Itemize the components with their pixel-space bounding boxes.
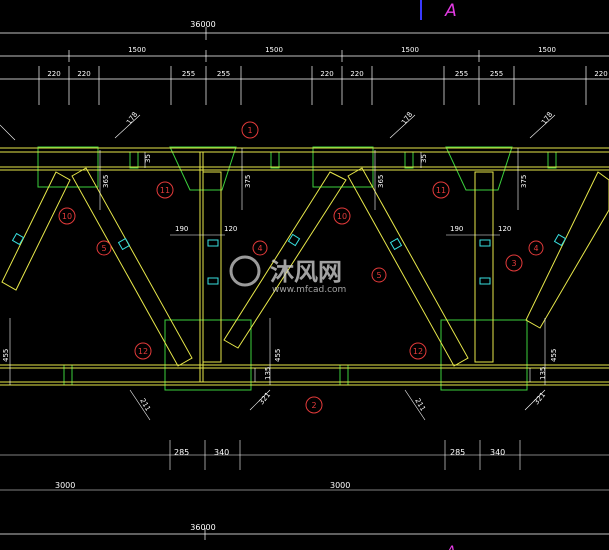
watermark-brand: 沐风网 — [270, 258, 342, 286]
dim-120: 120 — [224, 225, 237, 233]
bottom-dimension-texts: 285 340 285 340 3000 3000 — [55, 448, 505, 490]
tag-11: 11 — [160, 186, 170, 195]
stiffener-marks — [11, 232, 567, 285]
dim-178: 178 — [125, 111, 139, 127]
dim-135: 135 — [264, 367, 272, 380]
dim-455c: 455 — [550, 349, 558, 362]
tag-12: 12 — [138, 347, 148, 356]
panel-dimension-line — [0, 50, 609, 62]
bottom-pair-2a: 285 — [450, 448, 465, 457]
pair-dim-3-1: 220 — [320, 70, 333, 78]
local-dimension-lines — [0, 114, 609, 491]
web-verticals — [199, 152, 494, 382]
bottom-span-1: 3000 — [55, 481, 75, 490]
tag-12b: 12 — [413, 347, 423, 356]
dim-178b: 178 — [400, 111, 414, 127]
bottom-pair-2b: 340 — [490, 448, 505, 457]
axis-label-bottom: A — [445, 544, 456, 550]
tag-2: 2 — [311, 401, 316, 410]
panel-dim-1: 1500 — [128, 46, 146, 54]
dim-375b: 375 — [520, 175, 528, 188]
panel-dim-4: 1500 — [538, 46, 556, 54]
top-chord — [0, 147, 609, 171]
dim-135b: 135 — [539, 367, 547, 380]
bottom-pair-1a: 285 — [174, 448, 189, 457]
dim-365: 365 — [102, 175, 110, 188]
dim-455b: 455 — [274, 349, 282, 362]
tag-1: 1 — [247, 126, 252, 135]
watermark-logo-icon — [229, 255, 261, 287]
dim-190b: 190 — [450, 225, 463, 233]
pair-dim-1-1: 220 — [47, 70, 60, 78]
dim-365b: 365 — [377, 175, 385, 188]
overall-dimension-top — [0, 27, 609, 40]
overall-dimension-bottom — [0, 528, 609, 540]
watermark: 沐风网 www.mfcad.com — [229, 255, 346, 295]
bottom-span-2: 3000 — [330, 481, 350, 490]
bottom-chord — [0, 364, 609, 386]
axis-label: A — [444, 1, 457, 21]
pair-dim-3-2: 220 — [350, 70, 363, 78]
dim-321: 321 — [257, 391, 272, 406]
watermark-url: www.mfcad.com — [272, 285, 346, 295]
web-diagonals — [1, 167, 609, 367]
tag-3: 3 — [511, 259, 516, 268]
dim-211: 211 — [138, 397, 152, 413]
dim-375: 375 — [244, 175, 252, 188]
overall-dimension-bottom-text: 36000 — [190, 523, 215, 532]
tag-5: 5 — [101, 244, 106, 253]
dim-455: 455 — [2, 349, 10, 362]
tag-10: 10 — [62, 212, 72, 221]
tag-11b: 11 — [436, 186, 446, 195]
panel-dim-3: 1500 — [401, 46, 419, 54]
bottom-pair-1b: 340 — [214, 448, 229, 457]
tag-5b: 5 — [376, 271, 381, 280]
dim-35b: 35 — [420, 154, 428, 163]
dim-211b: 211 — [413, 397, 427, 413]
dim-321b: 321 — [532, 391, 547, 406]
dim-35: 35 — [144, 154, 152, 163]
dim-190: 190 — [175, 225, 188, 233]
pair-dim-4-1: 255 — [455, 70, 468, 78]
pair-dim-4-2: 255 — [490, 70, 503, 78]
dim-120b: 120 — [498, 225, 511, 233]
member-tags — [58, 121, 544, 414]
pair-dim-5-1: 220 — [594, 70, 607, 78]
pair-dim-2-1: 255 — [182, 70, 195, 78]
pair-dim-1-2: 220 — [77, 70, 90, 78]
panel-dim-2: 1500 — [265, 46, 283, 54]
dim-178c: 178 — [540, 111, 554, 127]
overall-dimension-top-text: 36000 — [190, 20, 215, 29]
tag-4: 4 — [257, 244, 262, 253]
pair-dim-2-2: 255 — [217, 70, 230, 78]
tag-4b: 4 — [533, 244, 538, 253]
tag-10b: 10 — [337, 212, 347, 221]
member-tag-labels: 1 2 3 4 4 5 5 10 10 11 11 12 12 — [62, 126, 539, 410]
